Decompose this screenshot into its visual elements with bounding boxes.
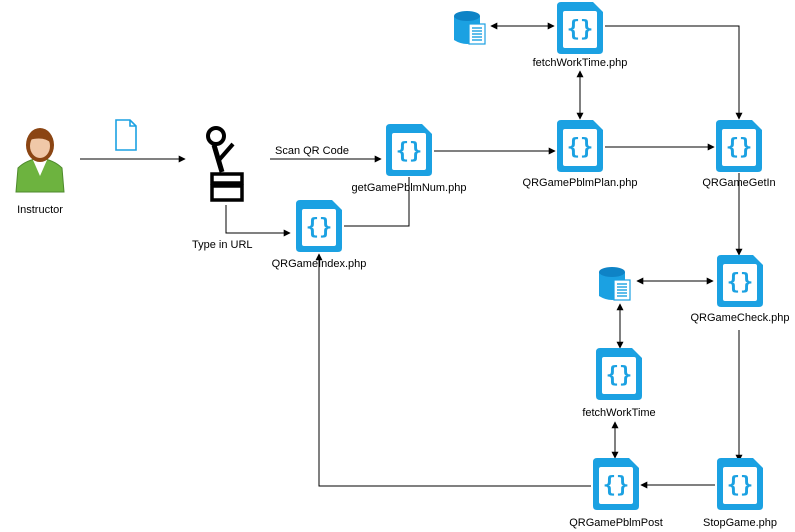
php-file-icon-qrGameCheck: {} xyxy=(717,255,763,307)
edge-index-to-getnum xyxy=(344,177,410,227)
database-icon xyxy=(599,267,631,301)
php-file-icon-qrGamePblmPlan: {} xyxy=(557,120,603,172)
php-file-icon-qrGameIndex: {} xyxy=(296,200,342,252)
php-glyph: {} xyxy=(567,135,594,160)
php-glyph: {} xyxy=(567,17,594,42)
edge-post-to-index xyxy=(315,253,591,487)
edge-type-url xyxy=(225,205,291,237)
php-glyph: {} xyxy=(606,363,633,388)
php-file-icon-fetchWorkTimePhp: {} xyxy=(557,2,603,54)
fetchworktime-php-label: fetchWorkTime.php xyxy=(532,57,628,69)
php-glyph: {} xyxy=(306,215,333,240)
php-nodes: {} {} {} {} {} {} {} {} {} xyxy=(296,2,763,510)
qrgamepblmpost-label: QRGamePblmPost xyxy=(569,517,663,529)
php-file-icon-getGamePblmNum: {} xyxy=(386,124,432,176)
instructor-avatar-icon xyxy=(15,128,65,193)
qrgamegetin-label: QRGameGetIn xyxy=(702,177,776,189)
qrgamecheck-label: QRGameCheck.php xyxy=(690,312,790,324)
qrgamepblmplan-label: QRGamePblmPlan.php xyxy=(522,177,638,189)
database-icon xyxy=(454,11,486,45)
type-url-label: Type in URL xyxy=(192,239,253,251)
php-glyph: {} xyxy=(726,135,753,160)
php-glyph: {} xyxy=(727,473,754,498)
getgamepblmnum-label: getGamePblmNum.php xyxy=(351,182,467,194)
document-icon xyxy=(115,119,137,151)
user-at-computer-icon xyxy=(206,126,244,202)
connectors xyxy=(80,22,743,489)
php-file-icon-stopGame: {} xyxy=(717,458,763,510)
fetchworktime-label: fetchWorkTime xyxy=(582,407,656,419)
stopgame-label: StopGame.php xyxy=(703,517,777,529)
instructor-label: Instructor xyxy=(17,204,63,216)
php-glyph: {} xyxy=(727,270,754,295)
php-glyph: {} xyxy=(396,139,423,164)
qrgameindex-label: QRGameIndex.php xyxy=(271,258,367,270)
php-file-icon-qrGamePblmPost: {} xyxy=(593,458,639,510)
php-glyph: {} xyxy=(603,473,630,498)
scan-qr-label: Scan QR Code xyxy=(275,145,349,157)
php-file-icon-fetchWorkTime: {} xyxy=(596,348,642,400)
edge-fetchphp-getin xyxy=(605,25,743,120)
php-file-icon-qrGameGetIn: {} xyxy=(716,120,762,172)
